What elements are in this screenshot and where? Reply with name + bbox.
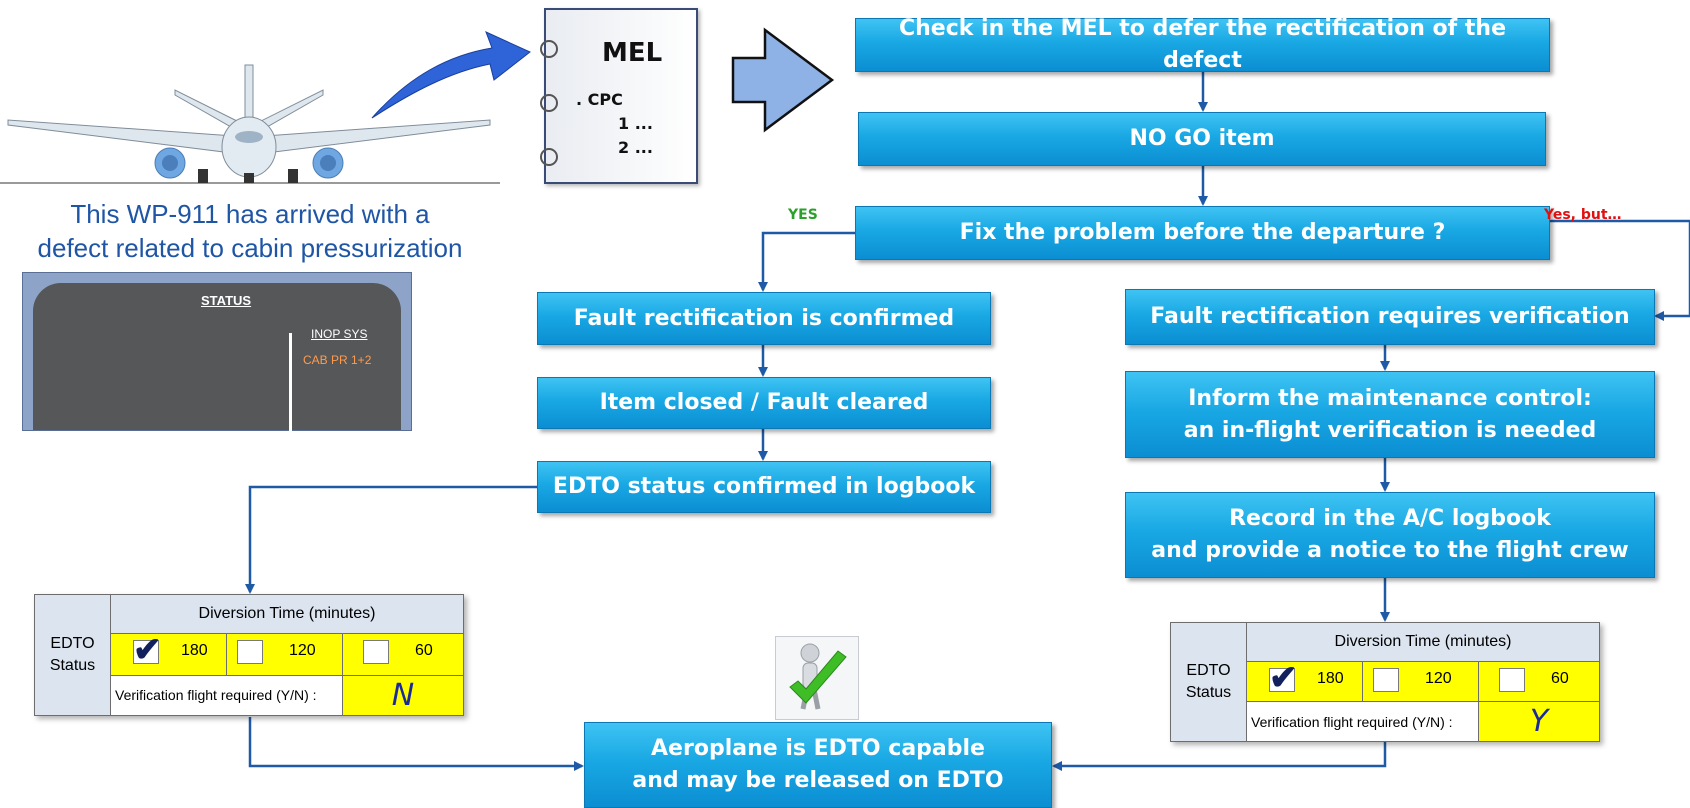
arrow-yes-branch (758, 231, 855, 292)
option-value: 60 (1551, 669, 1569, 687)
option-180: ✔ 180 (110, 631, 227, 676)
verification-value: N (342, 674, 464, 717)
aircraft-illustration (0, 64, 500, 184)
manual-line-2: 1 ... (618, 114, 653, 133)
fault-confirmed-box: Fault rectification is confirmed (537, 292, 991, 345)
caption-line-2: defect related to cabin pressurization (37, 233, 463, 263)
manual-line-3: 2 ... (618, 138, 653, 157)
inform-maintenance-box: Inform the maintenance control: an in-fl… (1125, 371, 1655, 458)
edto-status-table-left: EDTO Status Diversion Time (minutes) ✔ 1… (34, 593, 464, 717)
inop-item: CAB PR 1+2 (303, 353, 372, 367)
inop-sys-label: INOP SYS (311, 327, 368, 341)
edto-logbook-box: EDTO status confirmed in logbook (537, 461, 991, 513)
arrow-table-right-to-final (1052, 742, 1387, 771)
yes-label: YES (788, 207, 818, 223)
checkbox-180[interactable] (1269, 667, 1295, 692)
caption-line-1: This WP-911 has arrived with a (70, 199, 430, 229)
ring-icon (540, 94, 558, 112)
no-go-box: NO GO item (858, 112, 1546, 166)
mel-manual: MEL . CPC 1 ... 2 ... (540, 8, 698, 184)
status-divider (289, 333, 292, 433)
checkmark-icon: ✔ (1269, 658, 1298, 697)
option-value: 120 (289, 642, 316, 660)
option-value: 120 (1425, 669, 1452, 687)
final-edto-capable-box: Aeroplane is EDTO capable and may be rel… (584, 722, 1052, 808)
checkbox-120[interactable] (1373, 667, 1399, 692)
checkbox-60[interactable] (1499, 667, 1525, 692)
edto-status-table-right: EDTO Status Diversion Time (minutes) ✔ 1… (1170, 622, 1600, 742)
diversion-time-header: Diversion Time (minutes) (1246, 622, 1600, 662)
curved-blue-arrow (371, 31, 531, 119)
diversion-time-header: Diversion Time (minutes) (110, 593, 464, 635)
item-closed-box: Item closed / Fault cleared (537, 377, 991, 429)
status-screen: STATUS INOP SYS CAB PR 1+2 (33, 283, 401, 433)
option-120: 120 (226, 633, 343, 676)
status-title: STATUS (201, 293, 252, 308)
verification-required-box: Fault rectification requires verificatio… (1125, 289, 1655, 345)
verification-label: Verification flight required (Y/N) : (1246, 701, 1479, 742)
checkbox-60[interactable] (363, 640, 389, 665)
checkmark-icon: ✔ (133, 631, 162, 670)
checkbox-120[interactable] (237, 640, 263, 665)
fix-question-box: Fix the problem before the departure ? (855, 206, 1550, 260)
check-mel-box: Check in the MEL to defer the rectificat… (855, 16, 1550, 73)
manual-title: MEL (602, 38, 663, 68)
ecam-status-panel: STATUS INOP SYS CAB PR 1+2 (22, 272, 412, 433)
option-60: 60 (342, 633, 464, 676)
hollow-right-arrow (731, 27, 835, 133)
manual-line-1: . CPC (576, 90, 623, 109)
option-120: 120 (1362, 660, 1479, 703)
arrow-yesbut-branch (1540, 219, 1690, 321)
verification-label: Verification flight required (Y/N) : (110, 674, 343, 717)
option-value: 60 (415, 642, 433, 660)
yes-but-label: Yes, but… (1544, 207, 1622, 223)
edto-status-label: EDTO Status (1170, 622, 1247, 742)
edto-status-label: EDTO Status (34, 594, 111, 716)
arrow-table-left-to-final (248, 717, 584, 771)
ring-icon (540, 148, 558, 166)
arrow-logbook-to-table-left (245, 485, 537, 594)
verification-value: Y (1478, 701, 1600, 742)
option-60: 60 (1478, 660, 1600, 703)
record-logbook-box: Record in the A/C logbook and provide a … (1125, 492, 1655, 578)
option-value: 180 (1317, 669, 1344, 687)
defect-caption: This WP-911 has arrived with a defect re… (0, 197, 500, 265)
ring-icon (540, 40, 558, 58)
person-check-icon (775, 636, 859, 720)
checkbox-180[interactable] (133, 640, 159, 665)
option-value: 180 (181, 642, 208, 660)
option-180: ✔ 180 (1246, 658, 1363, 703)
